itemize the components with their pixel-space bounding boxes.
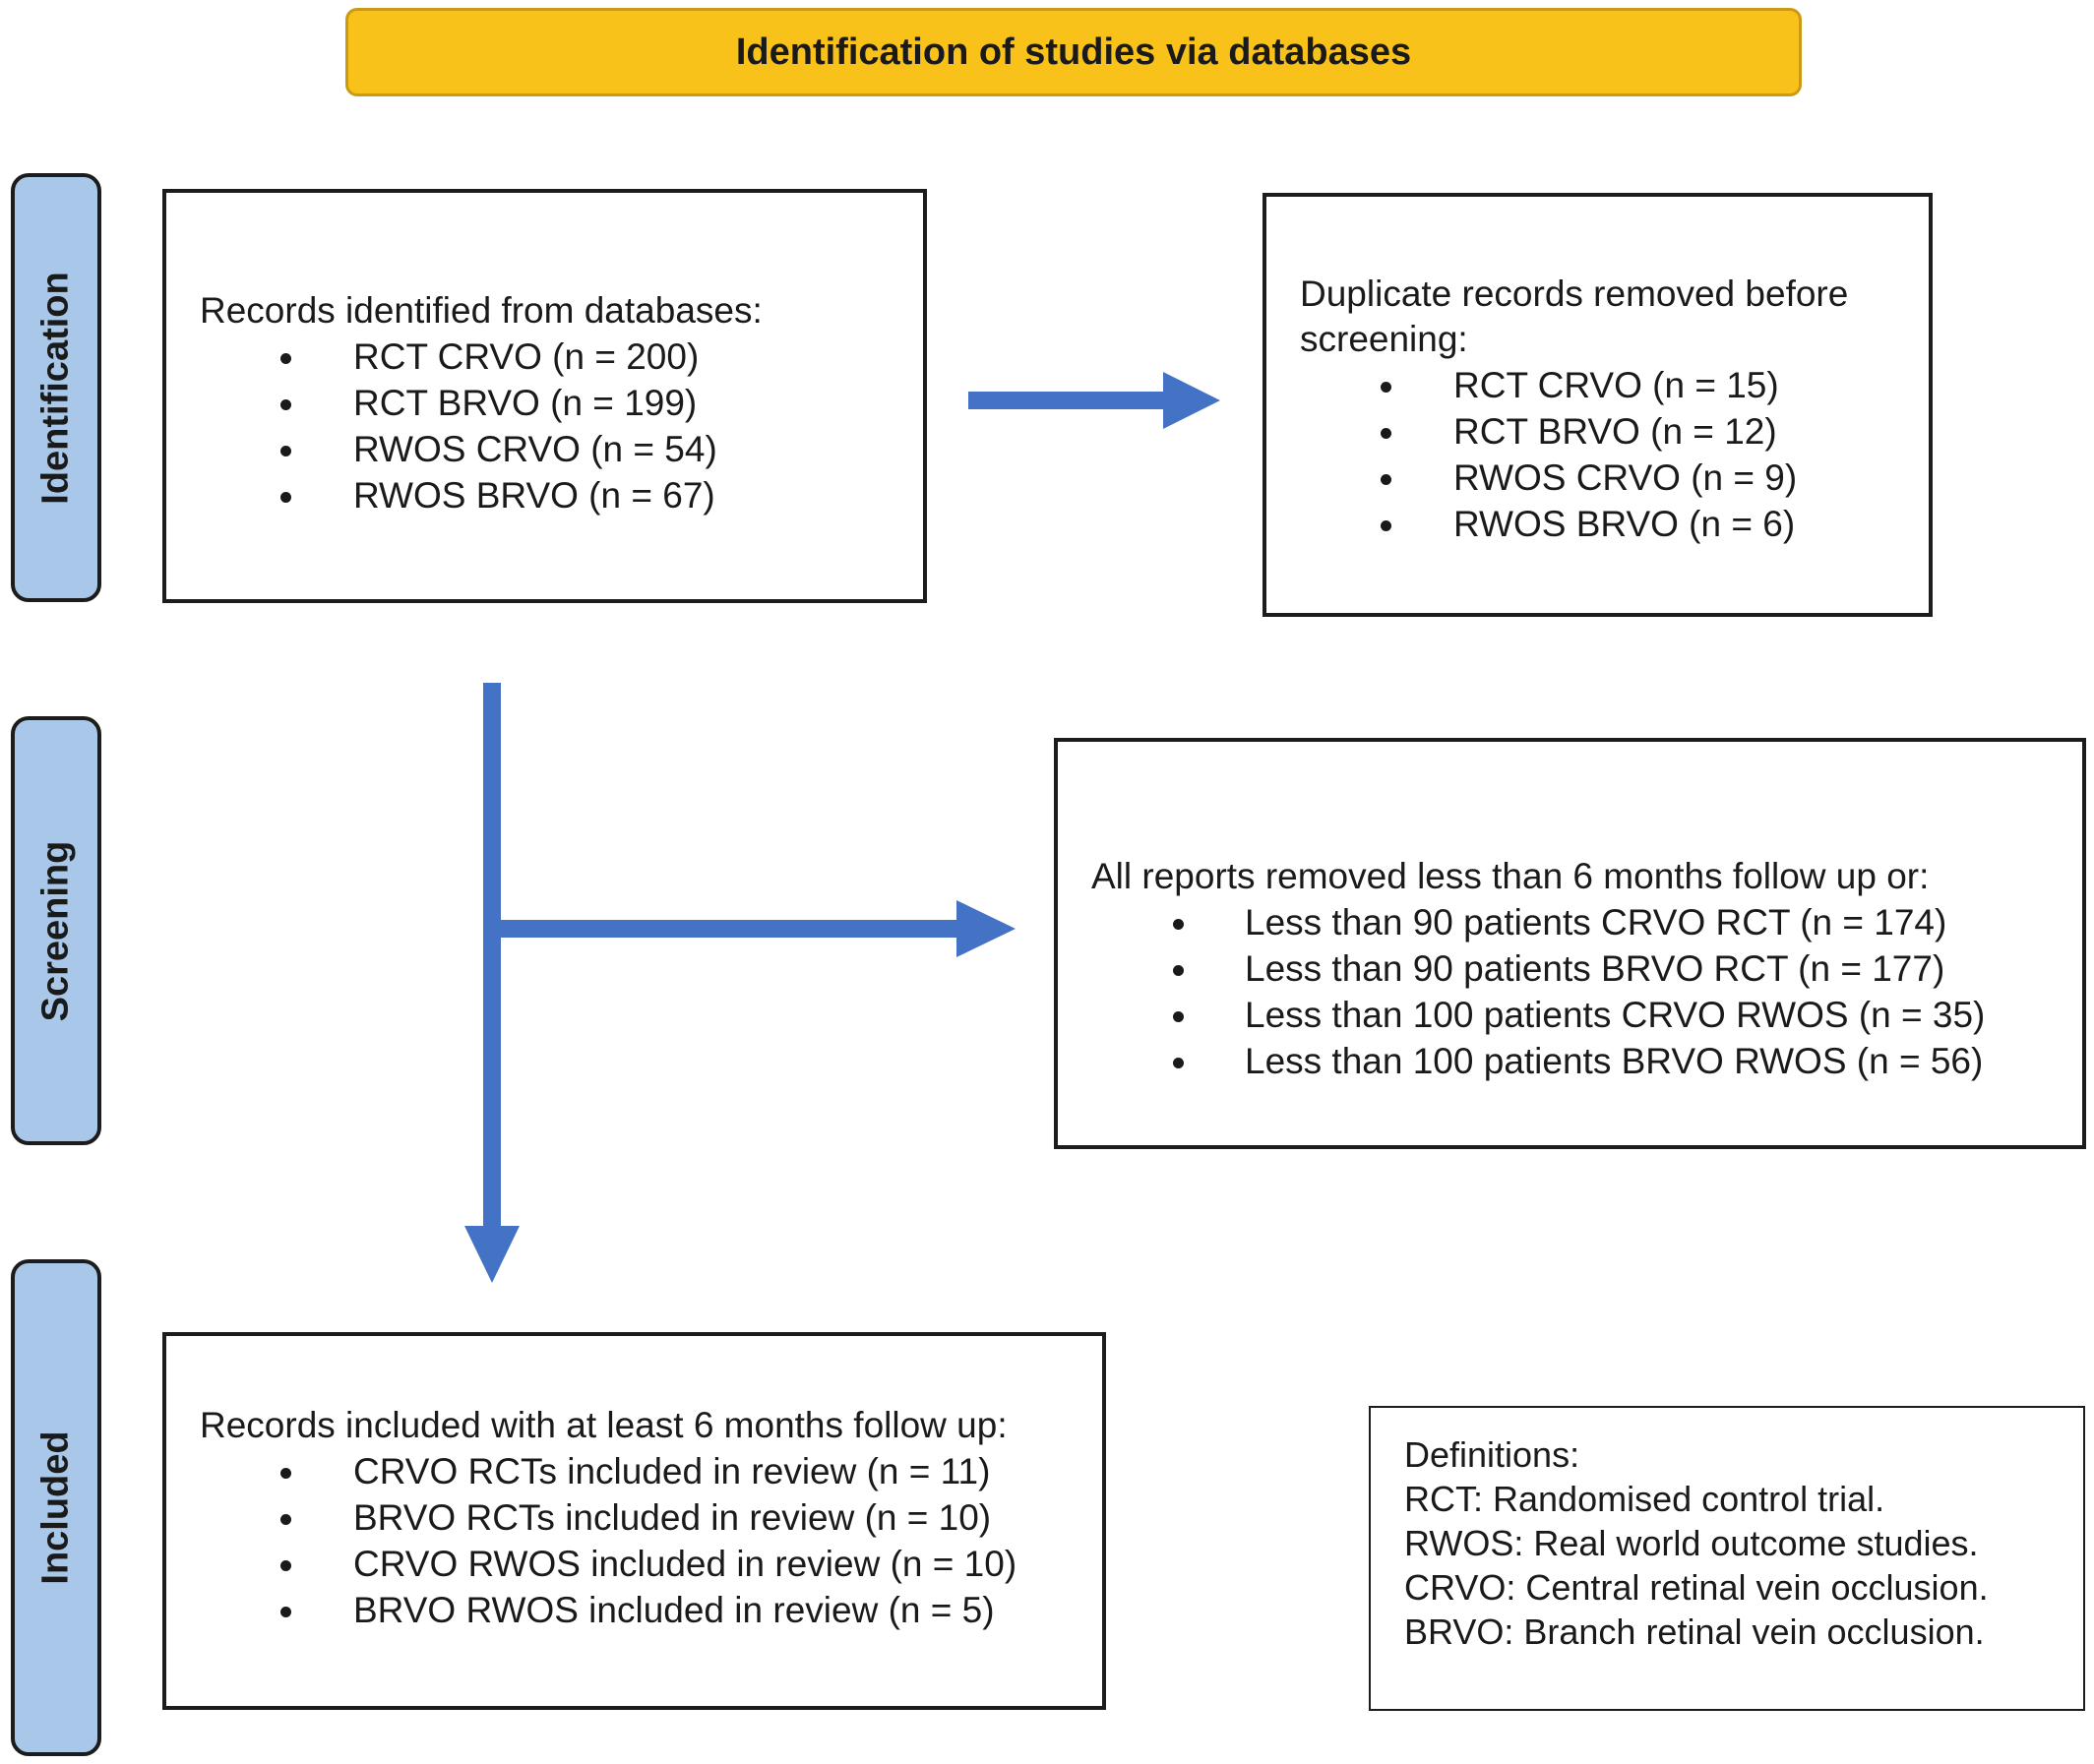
bullet-icon <box>280 1560 291 1571</box>
definition-brvo: BRVO: Branch retinal vein occlusion. <box>1404 1612 1985 1652</box>
bullet-icon <box>280 1468 291 1479</box>
records-identified-title: Records identified from databases: <box>200 290 763 331</box>
bullet-icon <box>1381 428 1391 439</box>
diagram-title: Identification of studies via databases <box>345 8 1802 96</box>
arrow-duplicates-head <box>1163 372 1220 429</box>
stage-screening: Screening <box>11 716 101 1145</box>
arrow-main-head <box>464 1226 520 1283</box>
list-item: Less than 100 patients BRVO RWOS (n = 56… <box>1058 1038 1985 1084</box>
arrow-main-shaft <box>483 683 501 1228</box>
list-item: RCT CRVO (n = 200) <box>166 334 717 380</box>
arrow-screening-head <box>956 900 1016 957</box>
records-identified-box: Records identified from databases: RCT C… <box>162 189 927 603</box>
list-item: RWOS CRVO (n = 9) <box>1266 455 1797 501</box>
list-item: RCT BRVO (n = 199) <box>166 380 717 426</box>
arrow-duplicates-shaft <box>968 392 1165 409</box>
definitions-box: Definitions: RCT: Randomised control tri… <box>1369 1406 2085 1711</box>
bullet-icon <box>1381 474 1391 485</box>
arrow-screening-shaft <box>501 920 958 938</box>
bullet-icon <box>1173 965 1184 976</box>
bullet-icon <box>1173 1058 1184 1068</box>
bullet-icon <box>280 399 291 410</box>
list-item: RWOS BRVO (n = 6) <box>1266 501 1797 547</box>
stage-identification: Identification <box>11 173 101 602</box>
records-identified-list: RCT CRVO (n = 200) RCT BRVO (n = 199) RW… <box>166 334 717 518</box>
list-item: RWOS CRVO (n = 54) <box>166 426 717 472</box>
list-item: RCT BRVO (n = 12) <box>1266 408 1797 455</box>
records-included-box: Records included with at least 6 months … <box>162 1332 1106 1710</box>
list-item: RCT CRVO (n = 15) <box>1266 362 1797 408</box>
definition-rct: RCT: Randomised control trial. <box>1404 1479 1885 1519</box>
duplicates-removed-title-cont: screening: <box>1300 319 1468 359</box>
list-item: Less than 100 patients CRVO RWOS (n = 35… <box>1058 992 1985 1038</box>
records-included-list: CRVO RCTs included in review (n = 11) BR… <box>166 1448 1016 1633</box>
bullet-icon <box>280 446 291 456</box>
definitions-heading: Definitions: <box>1404 1434 1580 1475</box>
list-item: Less than 90 patients CRVO RCT (n = 174) <box>1058 899 1985 945</box>
bullet-icon <box>1173 919 1184 930</box>
duplicates-removed-title: Duplicate records removed before <box>1300 274 1849 314</box>
duplicates-removed-list: RCT CRVO (n = 15) RCT BRVO (n = 12) RWOS… <box>1266 362 1797 547</box>
reports-removed-box: All reports removed less than 6 months f… <box>1054 738 2086 1149</box>
bullet-icon <box>280 1607 291 1617</box>
bullet-icon <box>1381 520 1391 531</box>
bullet-icon <box>280 353 291 364</box>
records-included-title: Records included with at least 6 months … <box>200 1405 1008 1445</box>
definition-rwos: RWOS: Real world outcome studies. <box>1404 1523 1979 1563</box>
bullet-icon <box>280 492 291 503</box>
reports-removed-title: All reports removed less than 6 months f… <box>1091 856 1930 896</box>
list-item: RWOS BRVO (n = 67) <box>166 472 717 518</box>
definition-crvo: CRVO: Central retinal vein occlusion. <box>1404 1567 1989 1608</box>
list-item: Less than 90 patients BRVO RCT (n = 177) <box>1058 945 1985 992</box>
list-item: CRVO RCTs included in review (n = 11) <box>166 1448 1016 1494</box>
bullet-icon <box>280 1514 291 1525</box>
list-item: BRVO RCTs included in review (n = 10) <box>166 1494 1016 1541</box>
list-item: CRVO RWOS included in review (n = 10) <box>166 1541 1016 1587</box>
duplicates-removed-box: Duplicate records removed before screeni… <box>1263 193 1933 617</box>
bullet-icon <box>1381 382 1391 393</box>
bullet-icon <box>1173 1011 1184 1022</box>
stage-included: Included <box>11 1259 101 1756</box>
reports-removed-list: Less than 90 patients CRVO RCT (n = 174)… <box>1058 899 1985 1084</box>
list-item: BRVO RWOS included in review (n = 5) <box>166 1587 1016 1633</box>
